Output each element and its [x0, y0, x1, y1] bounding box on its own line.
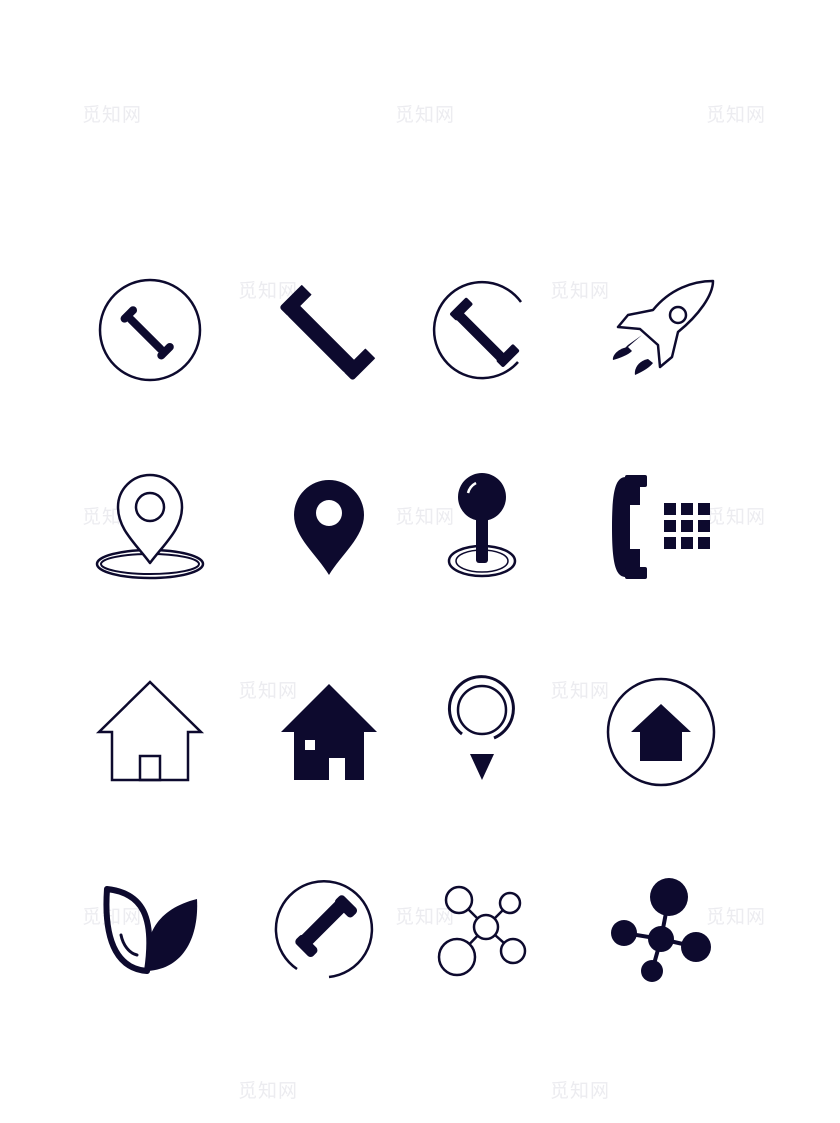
phone-handset-icon — [265, 265, 395, 395]
watermark: 觅知网 — [550, 1080, 611, 1102]
watermark: 觅知网 — [238, 680, 299, 702]
watermark: 觅知网 — [82, 906, 143, 928]
leaf-icon — [85, 865, 215, 995]
watermark: 觅知网 — [238, 1080, 299, 1102]
push-pin-icon — [418, 463, 548, 593]
watermark: 觅知网 — [395, 906, 456, 928]
network-nodes-outline-icon — [418, 865, 548, 995]
watermark: 觅知网 — [706, 506, 767, 528]
phone-keypad-icon — [598, 463, 728, 593]
phone-partial-circle-icon — [418, 265, 548, 395]
watermark: 觅知网 — [550, 680, 611, 702]
watermark: 觅知网 — [550, 280, 611, 302]
watermark: 觅知网 — [706, 104, 767, 126]
location-pin-circle-icon — [418, 668, 548, 798]
watermark: 觅知网 — [395, 104, 456, 126]
location-pin-ring-icon — [85, 463, 215, 593]
watermark: 觅知网 — [238, 280, 299, 302]
rocket-outline-icon — [598, 265, 728, 395]
home-circle-icon — [598, 668, 728, 798]
house-outline-icon — [85, 668, 215, 798]
watermark: 觅知网 — [82, 104, 143, 126]
network-nodes-solid-icon — [598, 865, 728, 995]
location-pin-solid-icon — [265, 463, 395, 593]
phone-open-circle-icon — [265, 865, 395, 995]
watermark: 觅知网 — [706, 906, 767, 928]
watermark: 觅知网 — [395, 506, 456, 528]
phone-circle-outline-icon — [85, 265, 215, 395]
house-solid-icon — [265, 668, 395, 798]
